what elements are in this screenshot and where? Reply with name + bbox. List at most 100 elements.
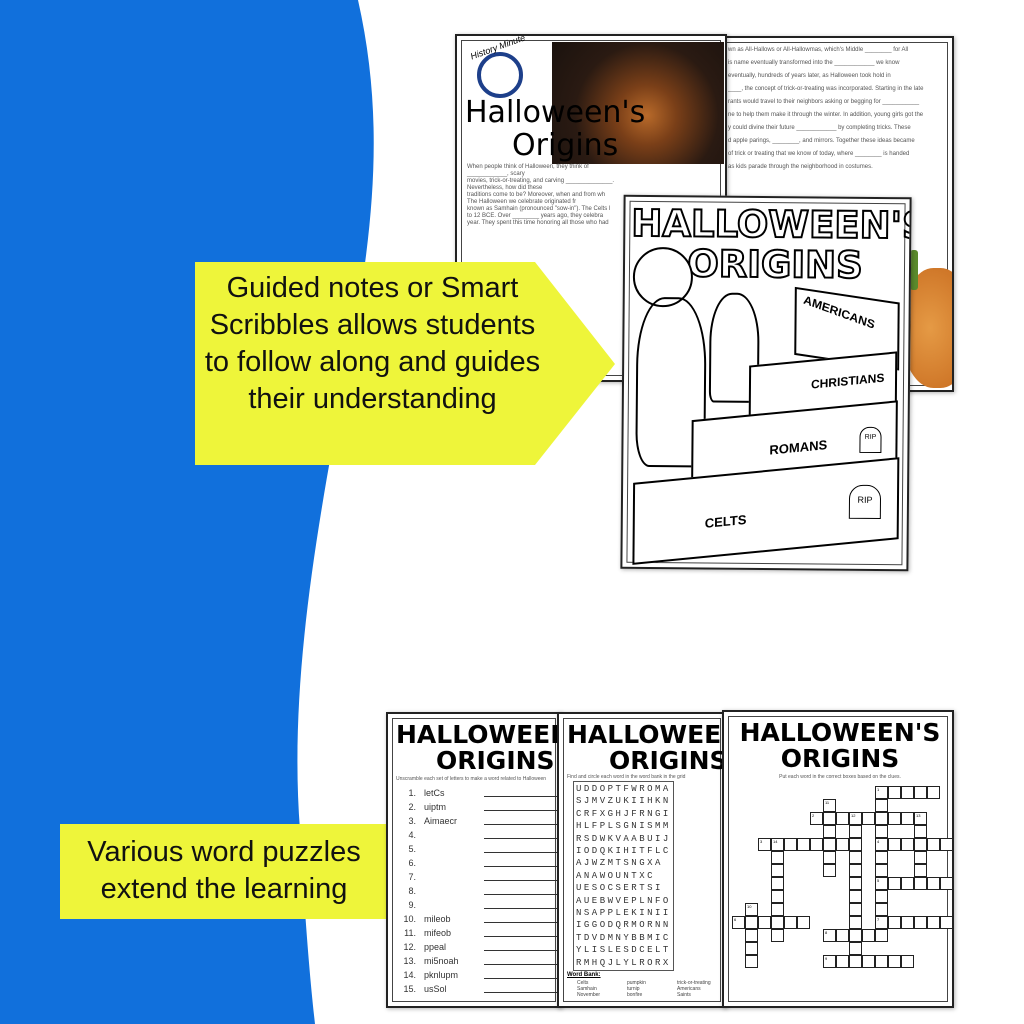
callout-text: Various word puzzles extend the learning: [87, 836, 361, 905]
puzzle-title-line2: ORIGINS: [436, 746, 555, 775]
item-number: 6.: [408, 858, 416, 868]
unscramble-item: 11.mifeob: [388, 926, 560, 940]
coloring-page: HALLOWEEN'S ORIGINS AMERICANS CHRISTIANS…: [620, 194, 912, 572]
word-search-row: SJMVZUKIIHKN: [576, 796, 671, 807]
item-number: 4.: [408, 830, 416, 840]
word-search-row: AUEBWVEPLNFO: [576, 895, 671, 906]
unscramble-instructions: Unscramble each set of letters to make a…: [396, 776, 547, 782]
scrambled-word: [424, 828, 484, 842]
scrambled-word: [424, 842, 484, 856]
crossword-cell: 2: [810, 812, 823, 825]
crossword-cell: 10: [745, 903, 758, 916]
word-bank-item: turnip: [627, 986, 640, 992]
crossword-cell: [914, 825, 927, 838]
notes-line: year. They spent this time honoring all …: [467, 220, 609, 226]
item-number: 15.: [403, 984, 416, 994]
block-label: CHRISTIANS: [810, 370, 885, 392]
crossword-cell: [862, 929, 875, 942]
answer-line: [484, 954, 558, 965]
word-search-row: TDVDMNYBBMIC: [576, 932, 671, 943]
crossword-cell: [940, 916, 952, 929]
crossword-cell: [927, 838, 940, 851]
notes-line: wn as All-Hallows or All-Hallowmas, whic…: [728, 47, 909, 53]
unscramble-item: 10.mileob: [388, 912, 560, 926]
crossword-cell: [771, 877, 784, 890]
crossword-cell: [862, 955, 875, 968]
word-bank-item: Americans: [677, 986, 701, 992]
answer-line: [484, 814, 558, 825]
crossword-cell: [849, 877, 862, 890]
crossword-cell: [836, 929, 849, 942]
answer-line: [484, 856, 558, 867]
callout-arrow-shape: [195, 262, 615, 465]
crossword-cell: [771, 903, 784, 916]
crossword-cell: [914, 838, 927, 851]
notes-line: eventually, hundreds of years later, as …: [728, 73, 891, 79]
crossword-cell: [823, 864, 836, 877]
notes-text: When people think of Halloween, they thi…: [467, 164, 619, 227]
unscramble-page: HALLOWEEN'S ORIGINS Unscramble each set …: [386, 712, 562, 1008]
item-number: 3.: [408, 816, 416, 826]
notes-text: wn as All-Hallows or All-Hallowmas, whic…: [728, 44, 950, 174]
notes-line: The Halloween we celebrate originated fr: [467, 199, 577, 205]
answer-line: [484, 940, 558, 951]
notes-line: is name eventually transformed into the …: [728, 60, 900, 66]
crossword-cell: [888, 786, 901, 799]
scrambled-word: letCs: [424, 788, 445, 798]
notes-line: traditions come to be? Moreover, when an…: [467, 192, 606, 198]
answer-line: [484, 926, 558, 937]
crossword-cell: [849, 929, 862, 942]
crossword-cell: [797, 916, 810, 929]
crossword-cell: [888, 838, 901, 851]
crossword-cell: [849, 864, 862, 877]
crossword-cell: [758, 916, 771, 929]
answer-line: [484, 968, 558, 979]
answer-line: [484, 800, 558, 811]
crossword-cell: [875, 955, 888, 968]
crossword-instructions: Put each word in the correct boxes based…: [779, 774, 901, 780]
scrambled-word: uiptm: [424, 802, 447, 812]
notes-line: as kids parade through the neighborhood …: [728, 164, 873, 170]
crossword-cell: [940, 838, 952, 851]
word-bank-item: November: [577, 992, 601, 998]
item-number: 13.: [403, 956, 416, 966]
crossword-cell: [927, 916, 940, 929]
word-search-row: RMHQJLYLRORX: [576, 957, 671, 968]
word-search-row: HLFPLSGNISMM: [576, 821, 671, 832]
notes-line: y could divine their future ____________…: [728, 125, 911, 131]
scrambled-word: ppeal: [424, 942, 447, 952]
crossword-cell: [875, 812, 888, 825]
notes-title-line1: Halloween's: [465, 95, 646, 130]
crossword-cell: [771, 890, 784, 903]
crossword-cell: [784, 838, 797, 851]
scrambled-word: mileob: [424, 914, 451, 924]
word-bank-item: Saints: [677, 992, 691, 998]
crossword-cell: [888, 916, 901, 929]
unscramble-item: 8.: [388, 884, 560, 898]
crossword-cell: [888, 812, 901, 825]
blue-wave: [0, 0, 374, 1024]
crossword-cell: [927, 877, 940, 890]
item-number: 14.: [403, 970, 416, 980]
puzzle-title-line2: ORIGINS: [780, 744, 900, 773]
scrambled-word: [424, 884, 484, 898]
crossword-cell: [771, 916, 784, 929]
notes-line: d apple parings, ________, and mirrors. …: [728, 138, 915, 144]
crossword-cell: [836, 955, 849, 968]
scrambled-word: [424, 870, 484, 884]
notes-line: When people think of Halloween, they thi…: [467, 164, 589, 177]
item-number: 11.: [404, 928, 416, 938]
crossword-cell: 1: [875, 786, 888, 799]
item-number: 12.: [403, 942, 416, 952]
crossword-cell: 3: [758, 838, 771, 851]
crossword-cell: [901, 916, 914, 929]
word-bank-item: pumpkin: [627, 980, 646, 986]
notes-title-line2: Origins: [512, 128, 619, 163]
answer-line: [484, 982, 558, 993]
unscramble-item: 4.: [388, 828, 560, 842]
unscramble-item: 5.: [388, 842, 560, 856]
coloring-title-line1: HALLOWEEN'S: [630, 201, 912, 249]
unscramble-item: 1.letCs: [388, 786, 560, 800]
puzzle-title-line1: HALLOWEEN'S: [396, 720, 560, 749]
crossword-cell: 13: [914, 812, 927, 825]
